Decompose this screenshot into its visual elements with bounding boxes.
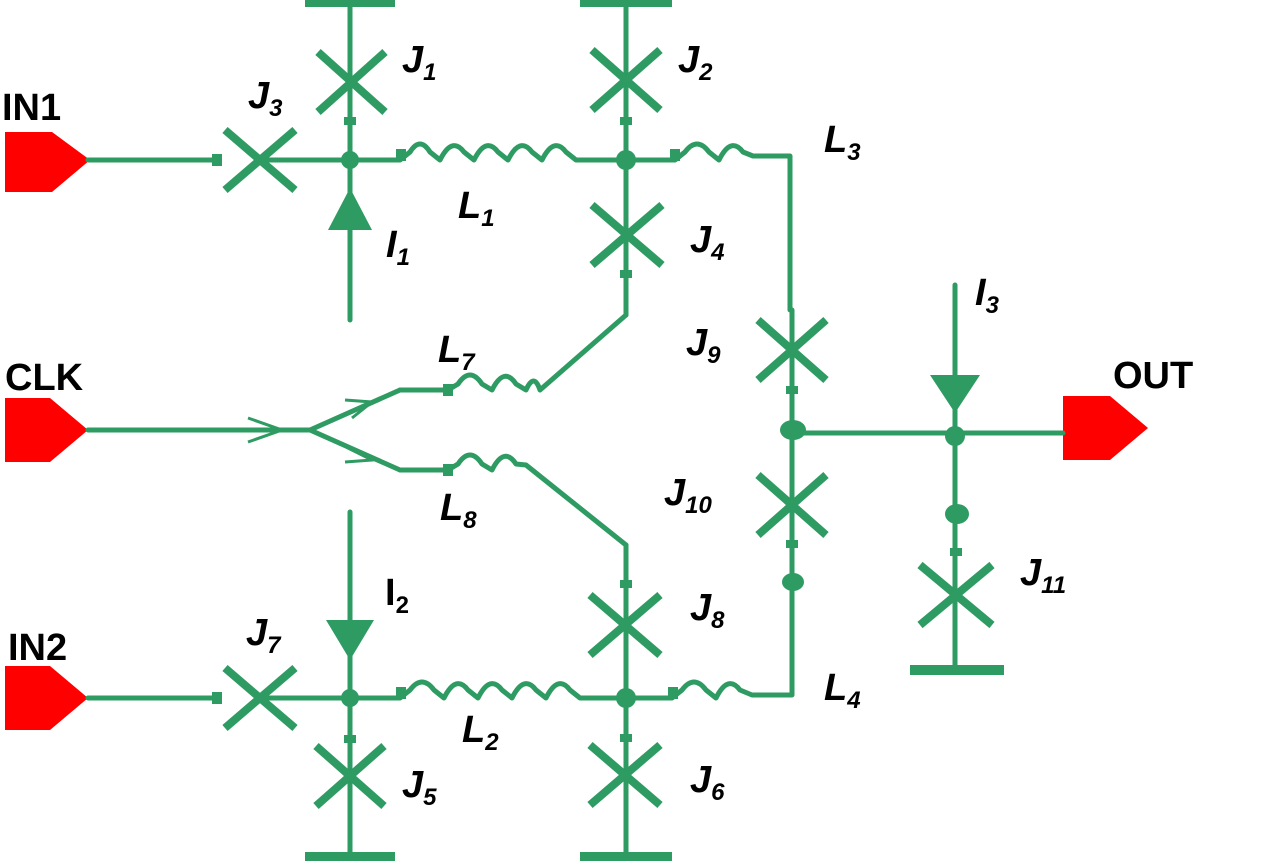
l2-label: L2	[462, 709, 499, 756]
clk-upper-arrow-icon	[344, 398, 376, 420]
i1-label: I1	[386, 224, 410, 271]
l4-tick	[668, 687, 678, 699]
l2-inductor	[347, 679, 629, 701]
in2-port	[5, 666, 88, 730]
i3-arrow-icon	[930, 375, 980, 413]
j11-tick	[950, 548, 962, 556]
j1-tick	[344, 117, 356, 125]
l8-inductor	[445, 452, 629, 548]
l2-tick	[396, 687, 406, 699]
l3-tick	[670, 149, 680, 161]
j4-label: J4	[690, 219, 725, 266]
l1-tick	[396, 149, 406, 161]
clk-label: CLK	[5, 357, 84, 399]
node-g	[945, 504, 969, 524]
j9-label: J9	[686, 322, 721, 369]
l4-label: L4	[824, 667, 861, 714]
clk-split-upper	[307, 387, 403, 433]
j10-label: J10	[664, 472, 712, 519]
j9-tick	[786, 386, 798, 394]
j3-label: J3	[248, 75, 283, 122]
node-e	[782, 573, 804, 591]
j6-junction	[587, 741, 663, 809]
l7-inductor	[445, 312, 629, 393]
j9-junction	[755, 317, 829, 383]
j5-label: J5	[402, 764, 437, 811]
j10-tick	[786, 540, 798, 548]
i2-label: I2	[385, 572, 409, 619]
node-f	[945, 426, 965, 446]
i2-arrow-icon	[326, 620, 374, 660]
j4-junction	[589, 201, 665, 269]
out-port	[1063, 396, 1148, 460]
l1-label: L1	[458, 185, 495, 232]
l3-label: L3	[824, 119, 861, 166]
j11-label: J11	[1020, 552, 1066, 599]
in1-port	[5, 132, 90, 192]
j2-junction	[589, 47, 663, 113]
clk-port	[5, 398, 88, 462]
j2-label: J2	[678, 39, 713, 86]
j7-tick	[212, 692, 222, 704]
l7-label: L7	[438, 329, 476, 376]
l1-inductor	[347, 141, 629, 163]
j5-tick	[344, 735, 356, 743]
in2-label: IN2	[8, 627, 67, 669]
j1-junction	[315, 49, 388, 115]
j11-junction	[917, 561, 995, 629]
j5-junction	[313, 743, 387, 809]
out-label: OUT	[1113, 355, 1193, 397]
in1-label: IN1	[2, 87, 61, 129]
j7-label: J7	[246, 612, 282, 659]
i3-label: I3	[975, 272, 1000, 319]
j6-label: J6	[690, 759, 725, 806]
l4-inductor	[623, 582, 795, 701]
j10-junction	[755, 472, 829, 538]
j4-tick	[620, 270, 632, 278]
j6-tick	[620, 734, 632, 742]
j2-tick	[620, 117, 632, 125]
j3-tick	[212, 154, 222, 166]
clk-lower-arrow-icon	[344, 446, 378, 464]
l3-inductor	[623, 141, 793, 313]
j8-tick	[620, 580, 632, 588]
node-out	[780, 420, 806, 440]
j8-junction	[587, 591, 663, 659]
i1-arrow-icon	[328, 188, 372, 230]
j1-label: J1	[402, 39, 437, 86]
clk-arrow-icon	[247, 416, 287, 444]
l8-label: L8	[440, 487, 477, 534]
j8-label: J8	[690, 587, 725, 634]
